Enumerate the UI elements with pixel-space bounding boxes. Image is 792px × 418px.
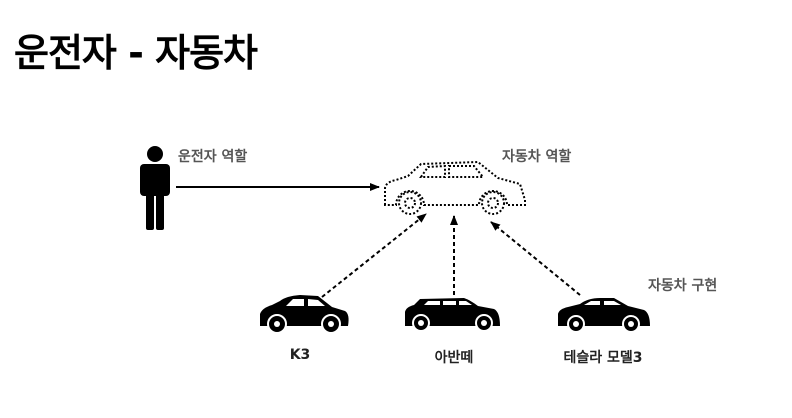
k3-to-car-arrow (321, 213, 427, 298)
k3-car-icon (260, 295, 349, 334)
car-implementation-label: 자동차 구현 (648, 278, 718, 294)
tesla-car-icon (558, 298, 650, 333)
car-role-icon (384, 160, 526, 215)
tesla-to-car-arrow (490, 221, 581, 296)
avante-car-icon (405, 298, 500, 332)
car-role-label: 자동차 역할 (502, 149, 572, 165)
impl-label-k3: K3 (289, 347, 311, 363)
impl-label-tesla: 테슬라 모델3 (563, 350, 643, 366)
page-title: 운전자 - 자동차 (14, 31, 258, 75)
driver-person-icon (140, 146, 170, 230)
impl-label-avante: 아반떼 (434, 350, 474, 366)
driver-role-label: 운전자 역할 (178, 149, 248, 165)
